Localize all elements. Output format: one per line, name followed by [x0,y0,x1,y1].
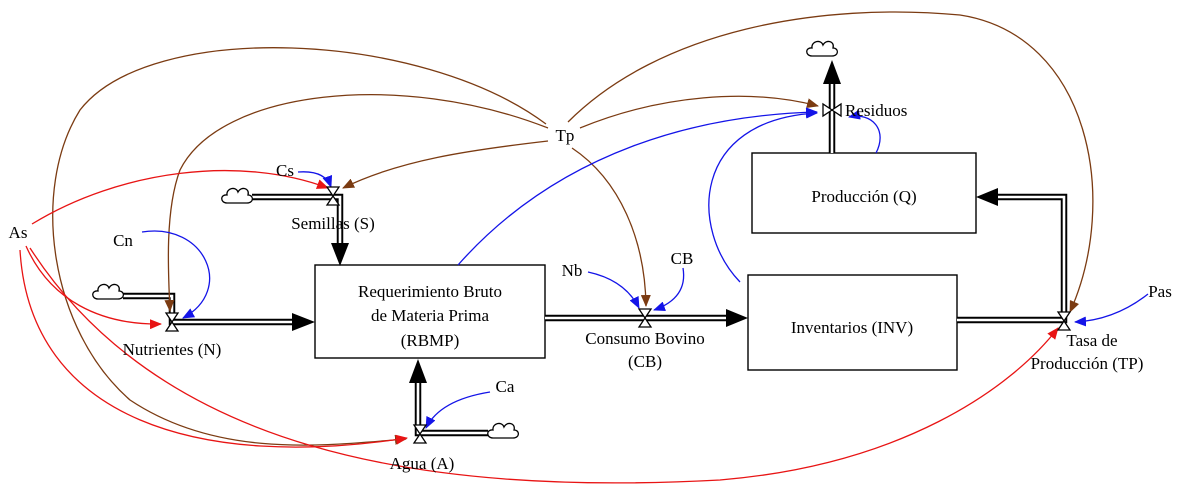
link-tp-to-residuos [579,95,819,129]
stock-inventarios-box [747,274,958,371]
link-tp-to-semillas [342,140,549,189]
link-as-to-agua [19,249,408,448]
pipe-consumo-bovino [545,309,748,327]
link-tp-to-agua [52,47,547,446]
cloud-icon [487,422,520,439]
link-produccion-to-residuos [848,109,881,154]
link-pas-to-tasa [1074,293,1149,327]
valve-semillas [325,186,341,206]
link-inventarios-to-residuos [708,108,818,283]
valve-tasa-produccion [1056,311,1072,331]
aux-cs-label: Cs [276,161,294,180]
link-rbmp-to-residuos [457,107,818,266]
flow-nutrientes-label: Nutrientes (N) [123,340,222,359]
stock-rbmp-label-line1: Requerimiento Bruto [358,282,502,301]
stock-rbmp-box [314,264,546,359]
valve-agua [412,424,428,444]
stock-rbmp-label-line2: de Materia Prima [371,306,489,325]
flow-tasa-label-line2: Producción (TP) [1031,354,1144,373]
cloud-icon [806,40,839,57]
pipe-tasa-produccion [957,188,1068,324]
link-tp-to-tasa [567,11,1094,313]
pipe-semillas-arrowhead [331,243,349,266]
link-cb-to-consumo [653,267,685,312]
pipe-nutrientes-arrowhead [292,313,315,331]
valve-nutrientes [164,312,180,332]
flow-consumo-label-line2: (CB) [628,352,662,371]
flow-residuos-label: Residuos [845,101,907,120]
aux-tp-label: Tp [556,126,575,145]
valve-consumo-bovino [637,308,653,328]
link-cs-to-semillas [297,171,333,188]
aux-cn-label: Cn [113,231,133,250]
aux-nb-label: Nb [562,261,583,280]
link-cn-to-nutrientes [141,230,211,319]
link-tp-to-consumo [571,147,651,307]
valve-residuos [822,102,842,118]
aux-as-label: As [9,223,28,242]
link-nb-to-consumo [587,271,640,309]
pipe-semillas [252,193,349,266]
pipe-tasa-arrowhead [976,188,998,206]
link-as-to-tasa [29,247,1059,484]
pipe-agua [409,359,488,437]
flow-tasa-label-line1: Tasa de [1066,331,1117,350]
aux-cb-label: CB [671,249,694,268]
stock-inventarios-label: Inventarios (INV) [791,318,913,337]
link-as-to-semillas [31,170,329,225]
stock-produccion-label: Producción (Q) [811,187,916,206]
cloud-icon [221,187,254,204]
cloud-icon [92,283,125,300]
pipe-nutrientes [123,292,315,331]
pipe-residuos [823,60,841,153]
link-ca-to-agua [425,391,491,429]
flow-consumo-label-line1: Consumo Bovino [585,329,705,348]
flow-agua-label: Agua (A) [390,454,455,473]
flow-semillas-label: Semillas (S) [291,214,375,233]
aux-ca-label: Ca [496,377,515,396]
pipe-agua-arrowhead [409,359,427,383]
stock-produccion-box [751,152,977,234]
pipe-consumo-arrowhead [726,309,748,327]
stock-rbmp-label-line3: (RBMP) [401,331,460,350]
pipe-residuos-arrowhead [823,60,841,84]
link-as-to-nutrientes [25,245,162,330]
aux-pas-label: Pas [1148,282,1172,301]
link-tp-to-nutrientes [164,94,549,312]
